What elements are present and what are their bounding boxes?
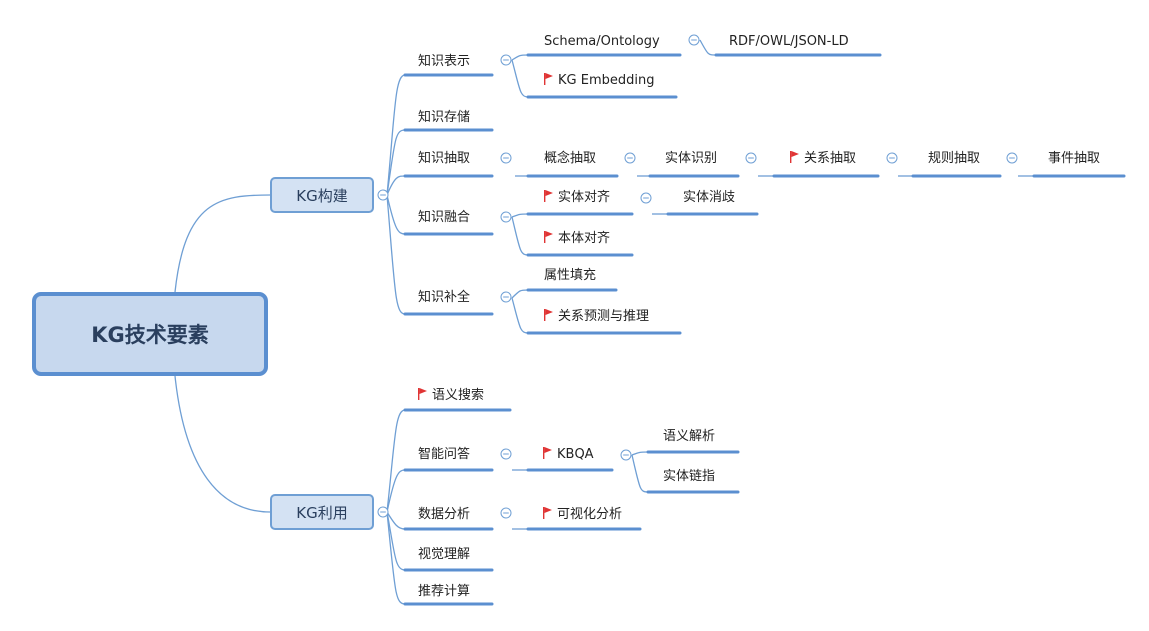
topic-label: 语义搜索: [432, 388, 485, 403]
topic-label: 规则抽取: [928, 151, 981, 166]
topic-knowledge-completion[interactable]: 知识补全: [418, 290, 470, 306]
topic-label: 关系抽取: [804, 151, 857, 166]
topic-kg-embedding[interactable]: KG Embedding: [544, 73, 654, 89]
topic-entity-recognition[interactable]: 实体识别: [665, 151, 717, 167]
topic-knowledge-representation[interactable]: 知识表示: [418, 54, 470, 70]
topic-rule-extraction[interactable]: 规则抽取: [928, 151, 980, 167]
topic-label: 数据分析: [418, 507, 471, 522]
topic-question-answering[interactable]: 智能问答: [418, 447, 470, 463]
topic-semantic-parsing[interactable]: 语义解析: [663, 429, 715, 445]
topic-label: KBQA: [557, 447, 594, 462]
topic-label: 知识融合: [418, 210, 471, 225]
flag-icon: [544, 190, 553, 202]
topic-label: KG Embedding: [558, 73, 655, 88]
topic-label: 实体消歧: [683, 190, 736, 205]
topic-label: RDF/OWL/JSON-LD: [729, 34, 849, 49]
collapse-minus-icon[interactable]: [377, 506, 389, 518]
collapse-minus-icon[interactable]: [624, 152, 636, 164]
topic-entity-linking[interactable]: 实体链指: [663, 469, 715, 485]
topic-relation-extraction[interactable]: 关系抽取: [790, 151, 856, 167]
collapse-minus-icon[interactable]: [640, 192, 652, 204]
topic-kg-use[interactable]: KG利用: [270, 494, 374, 530]
flag-icon: [543, 507, 552, 519]
root-topic[interactable]: KG技术要素: [32, 292, 268, 376]
flag-icon: [543, 447, 552, 459]
topic-label: 属性填充: [544, 268, 597, 283]
topic-semantic-search[interactable]: 语义搜索: [418, 388, 484, 404]
collapse-minus-icon[interactable]: [500, 211, 512, 223]
topic-label: 实体识别: [665, 151, 718, 166]
collapse-minus-icon[interactable]: [500, 152, 512, 164]
collapse-minus-icon[interactable]: [688, 34, 700, 46]
flag-icon: [790, 151, 799, 163]
topic-data-analytics[interactable]: 数据分析: [418, 507, 470, 523]
topic-rdf-owl-jsonld[interactable]: RDF/OWL/JSON-LD: [729, 34, 849, 50]
topic-label: 事件抽取: [1048, 151, 1101, 166]
topic-knowledge-storage[interactable]: 知识存储: [418, 110, 470, 126]
topic-knowledge-fusion[interactable]: 知识融合: [418, 210, 470, 226]
topic-label: 智能问答: [418, 447, 471, 462]
collapse-minus-icon[interactable]: [500, 448, 512, 460]
collapse-minus-icon[interactable]: [1006, 152, 1018, 164]
topic-visual-analytics[interactable]: 可视化分析: [543, 507, 622, 523]
collapse-minus-icon[interactable]: [377, 189, 389, 201]
topic-recommendation[interactable]: 推荐计算: [418, 584, 470, 600]
flag-icon: [418, 388, 427, 400]
topic-label: 推荐计算: [418, 584, 471, 599]
collapse-minus-icon[interactable]: [500, 291, 512, 303]
topic-visual-understanding[interactable]: 视觉理解: [418, 547, 470, 563]
topic-label: 知识表示: [418, 54, 471, 69]
collapse-minus-icon[interactable]: [886, 152, 898, 164]
topic-label: 概念抽取: [544, 151, 597, 166]
collapse-minus-icon[interactable]: [500, 54, 512, 66]
topic-entity-alignment[interactable]: 实体对齐: [544, 190, 610, 206]
topic-label: 知识补全: [418, 290, 471, 305]
topic-label: 知识存储: [418, 110, 471, 125]
topic-label: 可视化分析: [557, 507, 623, 522]
collapse-minus-icon[interactable]: [620, 449, 632, 461]
topic-label: 知识抽取: [418, 151, 471, 166]
topic-label: 实体对齐: [558, 190, 611, 205]
topic-attribute-filling[interactable]: 属性填充: [544, 268, 596, 284]
topic-label: 实体链指: [663, 469, 716, 484]
topic-entity-disambiguation[interactable]: 实体消歧: [683, 190, 735, 206]
topic-kbqa[interactable]: KBQA: [543, 447, 594, 463]
topic-event-extraction[interactable]: 事件抽取: [1048, 151, 1100, 167]
topic-label: 语义解析: [663, 429, 716, 444]
collapse-minus-icon[interactable]: [500, 507, 512, 519]
flag-icon: [544, 231, 553, 243]
flag-icon: [544, 73, 553, 85]
topic-label: 视觉理解: [418, 547, 471, 562]
topic-label: Schema/Ontology: [544, 34, 660, 49]
topic-ontology-alignment[interactable]: 本体对齐: [544, 231, 610, 247]
topic-kg-build[interactable]: KG构建: [270, 177, 374, 213]
topic-concept-extraction[interactable]: 概念抽取: [544, 151, 596, 167]
collapse-minus-icon[interactable]: [745, 152, 757, 164]
topic-knowledge-extraction[interactable]: 知识抽取: [418, 151, 470, 167]
flag-icon: [544, 309, 553, 321]
topic-label: 关系预测与推理: [558, 309, 650, 324]
topic-schema-ontology[interactable]: Schema/Ontology: [544, 34, 660, 50]
topic-relation-prediction[interactable]: 关系预测与推理: [544, 309, 649, 325]
topic-label: 本体对齐: [558, 231, 611, 246]
